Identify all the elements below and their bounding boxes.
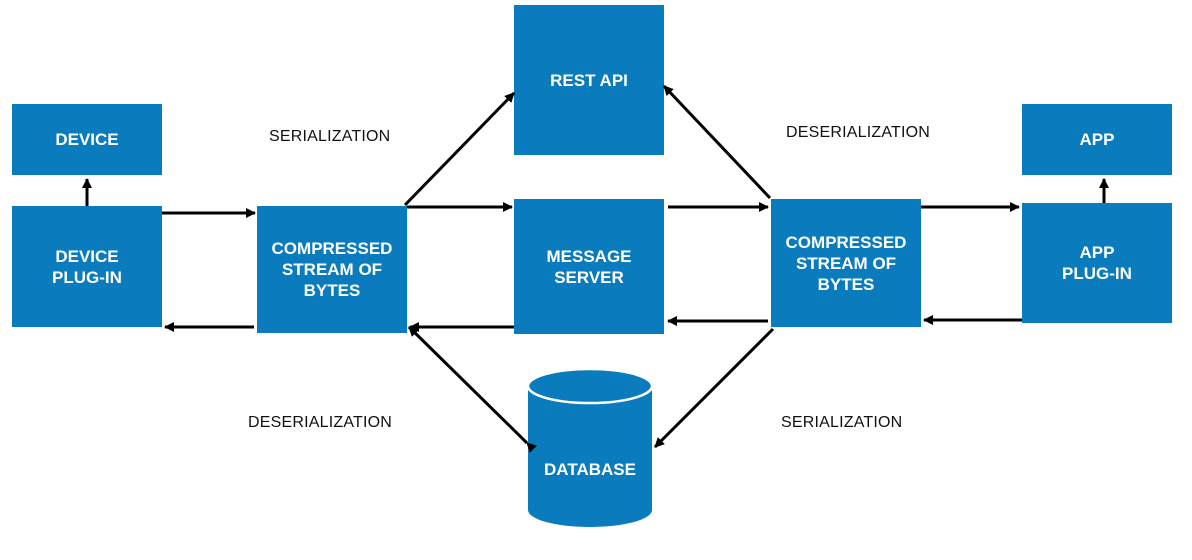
label-deserialization-top-right: DESERIALIZATION — [786, 124, 931, 141]
message-server-label: MESSAGE SERVER — [546, 246, 632, 287]
label-serialization-bottom-right: SERIALIZATION — [781, 414, 903, 431]
label-deserialization-bottom-left: DESERIALIZATION — [248, 414, 393, 431]
compressed-stream-left-box: COMPRESSED STREAM OF BYTES — [257, 206, 407, 333]
label-serialization-top-left: SERIALIZATION — [269, 128, 391, 145]
arrow-database-compressed-left — [407, 325, 537, 453]
message-server-box: MESSAGE SERVER — [514, 199, 664, 334]
compressed-stream-right-box: COMPRESSED STREAM OF BYTES — [771, 199, 921, 327]
arrow-compressed-right-to-database — [653, 327, 775, 449]
database-label: DATABASE — [544, 460, 636, 479]
app-label: APP — [1079, 130, 1115, 149]
device-label: DEVICE — [55, 130, 119, 149]
compressed-stream-right-label: COMPRESSED STREAM OF BYTES — [785, 232, 907, 294]
app-plugin-box: APP PLUG-IN — [1022, 203, 1172, 323]
rest-api-box: REST API — [514, 5, 664, 155]
device-plugin-label: DEVICE PLUG-IN — [52, 246, 122, 287]
arrow-compressed-left-to-rest — [403, 91, 516, 207]
device-box: DEVICE — [12, 104, 162, 175]
app-plugin-label: APP PLUG-IN — [1062, 243, 1132, 283]
rest-api-label: REST API — [550, 70, 628, 90]
compressed-stream-left-label: COMPRESSED STREAM OF BYTES — [271, 239, 393, 300]
arrow-compressed-right-to-rest — [662, 84, 772, 200]
app-box: APP — [1022, 104, 1172, 175]
device-plugin-box: DEVICE PLUG-IN — [12, 206, 162, 327]
database-cylinder-icon — [526, 367, 654, 527]
